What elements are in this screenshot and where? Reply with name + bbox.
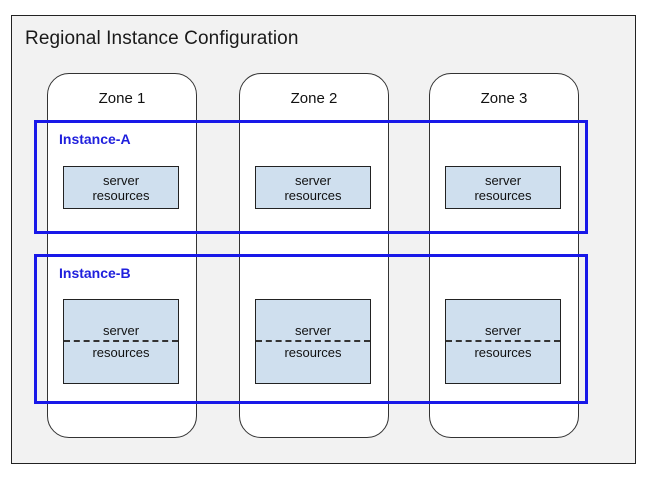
instance-band-instance-a[interactable]: Instance-A xyxy=(34,120,588,234)
resource-line-1: server xyxy=(294,323,332,338)
instance-label-instance-a: Instance-A xyxy=(59,131,131,147)
dashed-divider xyxy=(64,340,178,342)
resource-box-instance-b-zone-1[interactable]: server resources xyxy=(63,299,179,384)
resource-line-1: server xyxy=(484,172,522,188)
resource-line-2: resources xyxy=(474,345,532,360)
resource-box-instance-a-zone-2[interactable]: server resources xyxy=(255,166,371,209)
zone-label-zone-3: Zone 3 xyxy=(480,90,528,107)
instance-band-instance-b[interactable]: Instance-B xyxy=(34,254,588,404)
resource-box-instance-b-zone-2[interactable]: server resources xyxy=(255,299,371,384)
resource-line-1: server xyxy=(294,172,332,188)
resource-line-1: server xyxy=(102,172,140,188)
resource-line-2: resources xyxy=(92,187,150,203)
dashed-divider xyxy=(256,340,370,342)
resource-line-2: resources xyxy=(284,345,342,360)
diagram-canvas: Regional Instance Configuration Zone 1 Z… xyxy=(11,15,636,464)
resource-line-2: resources xyxy=(474,187,532,203)
resource-line-2: resources xyxy=(92,345,150,360)
diagram-title: Regional Instance Configuration xyxy=(25,28,299,49)
instance-label-instance-b: Instance-B xyxy=(59,265,131,281)
resource-line-1: server xyxy=(484,323,522,338)
resource-line-2: resources xyxy=(284,187,342,203)
zone-label-zone-1: Zone 1 xyxy=(98,90,146,107)
resource-line-1: server xyxy=(102,323,140,338)
resource-box-instance-a-zone-1[interactable]: server resources xyxy=(63,166,179,209)
dashed-divider xyxy=(446,340,560,342)
zone-label-zone-2: Zone 2 xyxy=(290,90,338,107)
resource-box-instance-b-zone-3[interactable]: server resources xyxy=(445,299,561,384)
resource-box-instance-a-zone-3[interactable]: server resources xyxy=(445,166,561,209)
